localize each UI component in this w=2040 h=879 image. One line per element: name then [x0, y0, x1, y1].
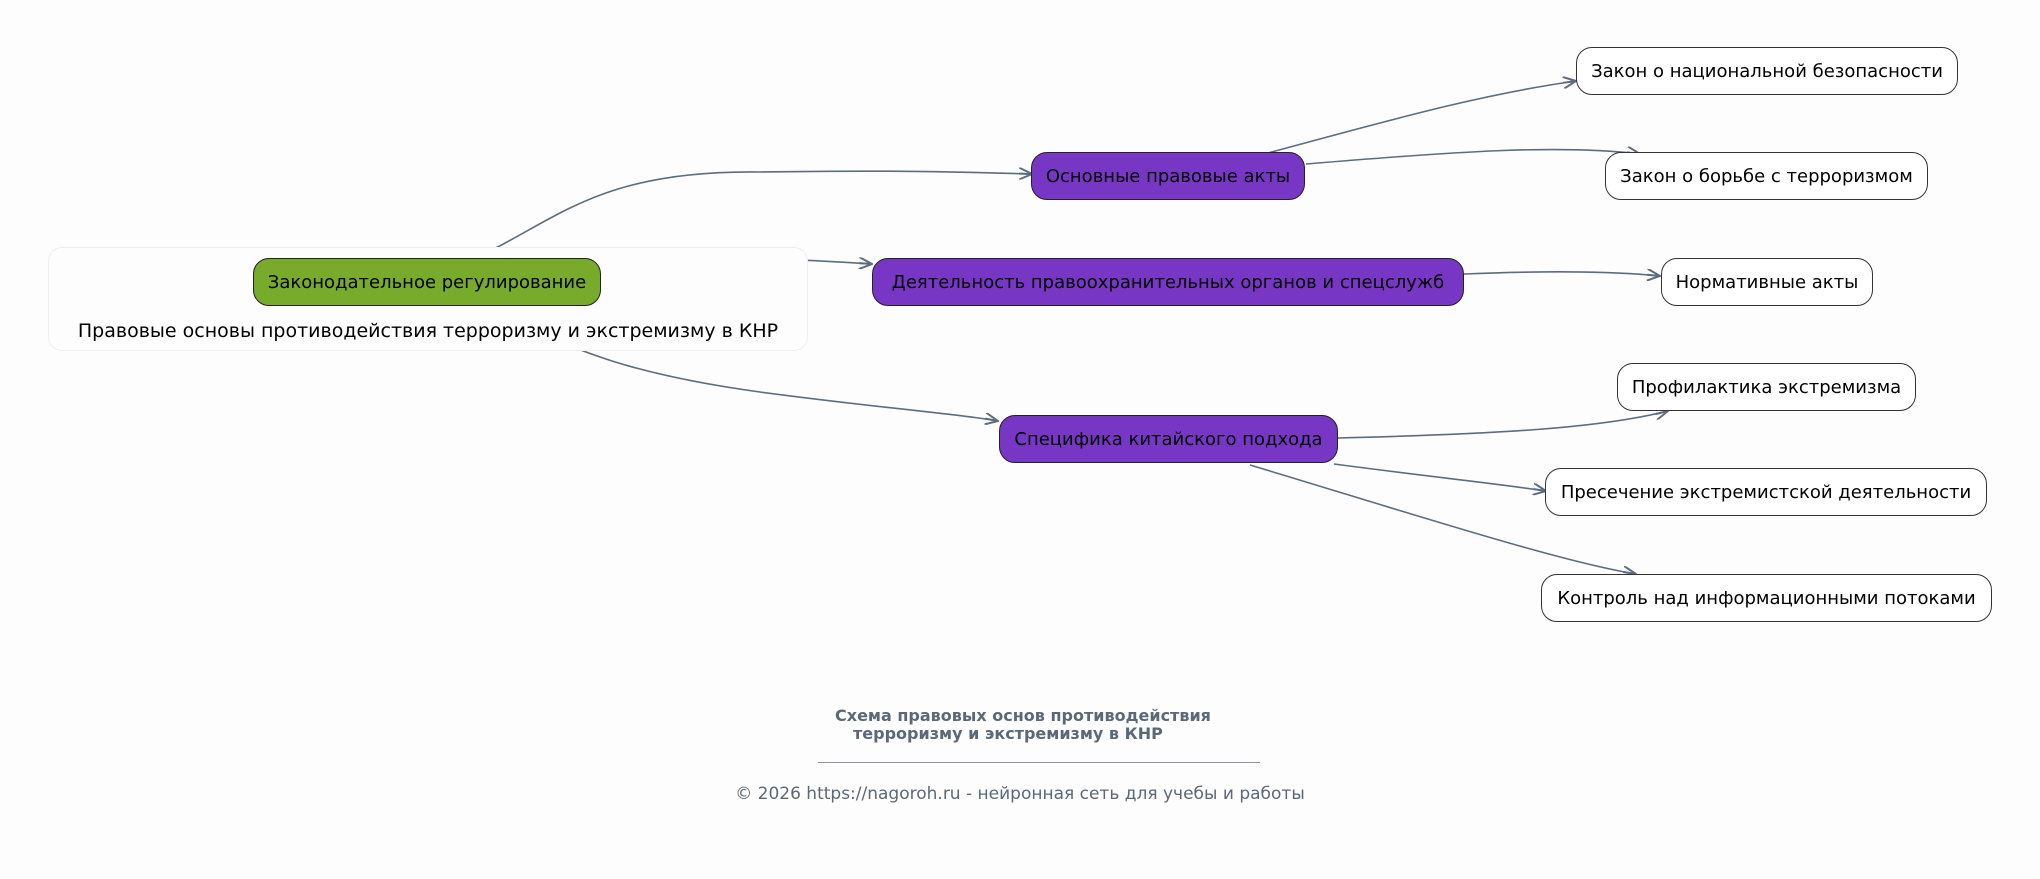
- edge-acts-law-security: [1263, 81, 1576, 155]
- node-label: Нормативные акты: [1675, 271, 1859, 293]
- edge-china-prevention: [1337, 411, 1668, 439]
- node-legislative-regulation[interactable]: Законодательное регулирование: [253, 258, 601, 306]
- edge-acts-law-terror: [1305, 149, 1640, 165]
- node-national-security-law[interactable]: Закон о национальной безопасности: [1576, 47, 1958, 95]
- node-counter-terrorism-law[interactable]: Закон о борьбе с терроризмом: [1605, 152, 1928, 200]
- node-label: Контроль над информационными потоками: [1557, 587, 1976, 609]
- node-label: Основные правовые акты: [1045, 165, 1291, 187]
- cluster-label: Правовые основы противодействия террориз…: [77, 320, 779, 342]
- node-label: Закон о национальной безопасности: [1591, 60, 1943, 82]
- node-label: Пресечение экстремистской деятельности: [1560, 481, 1972, 503]
- footer-divider: [818, 762, 1260, 763]
- diagram-title-line1: Схема правовых основ противодействия: [835, 706, 1211, 725]
- node-information-flow-control[interactable]: Контроль над информационными потоками: [1541, 574, 1992, 622]
- diagram-title-line2: терроризму и экстремизму в КНР: [853, 724, 1163, 743]
- node-extremist-activity-suppression[interactable]: Пресечение экстремистской деятельности: [1545, 468, 1987, 516]
- diagram-title: Схема правовых основ противодействия тер…: [760, 707, 1320, 743]
- node-label: Законодательное регулирование: [267, 271, 587, 293]
- node-label: Профилактика экстремизма: [1631, 376, 1902, 398]
- node-normative-acts[interactable]: Нормативные акты: [1661, 258, 1873, 306]
- node-label: Деятельность правоохранительных органов …: [891, 271, 1445, 293]
- edge-agencies-normative: [1463, 272, 1660, 276]
- node-chinese-approach[interactable]: Специфика китайского подхода: [999, 415, 1338, 463]
- node-main-legal-acts[interactable]: Основные правовые акты: [1031, 152, 1305, 200]
- node-extremism-prevention[interactable]: Профилактика экстремизма: [1617, 363, 1916, 411]
- edge-china-suppression: [1333, 463, 1546, 491]
- edge-root-acts: [475, 171, 1032, 259]
- node-label: Специфика китайского подхода: [1014, 428, 1323, 450]
- node-law-enforcement-activity[interactable]: Деятельность правоохранительных органов …: [872, 258, 1464, 306]
- copyright-text: © 2026 https://nagoroh.ru - нейронная се…: [735, 784, 1305, 804]
- node-label: Закон о борьбе с терроризмом: [1620, 165, 1913, 187]
